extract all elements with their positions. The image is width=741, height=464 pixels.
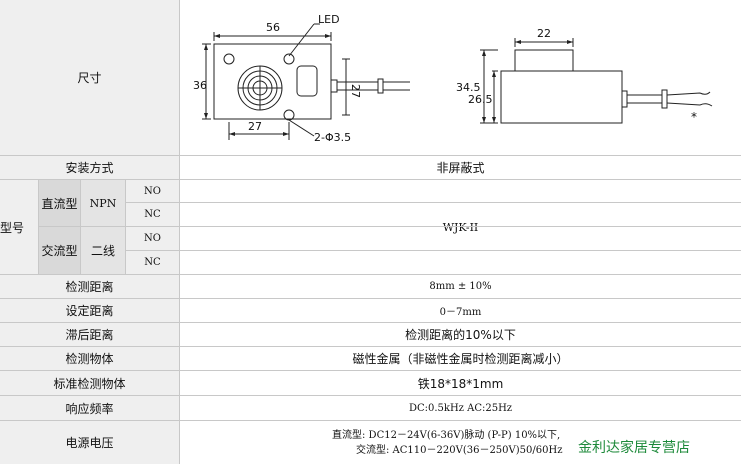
divider [0,298,741,299]
dim-56-label: 56 [266,21,280,34]
detect-object-value: 磁性金属（非磁性金属时检测距离减小） [180,347,741,370]
dim-36-label: 36 [193,79,207,92]
two-wire-label: 二线 [81,227,125,274]
model-label: 型号 [0,180,38,274]
divider [126,250,741,251]
dc-no-label: NO [126,180,179,202]
detect-distance-value: 8mm ± 10% [180,275,741,298]
power-voltage-value: 直流型: DC12－24V(6-36V)脉动 (P-P) 10%以下, 交流型:… [180,421,741,464]
cable-note-star: * [691,110,697,124]
divider [0,420,741,421]
divider [0,155,741,156]
size-label: 尺寸 [0,0,179,155]
divider [125,180,126,274]
mount-value: 非屏蔽式 [180,156,741,179]
power-ac-line: 交流型: AC110－220V(36－250V)50/60Hz [356,444,563,456]
divider [80,180,81,274]
side-view-body [500,70,623,124]
store-watermark: 金利达家居专营店 [578,440,690,456]
dim-27-bottom-label: 27 [248,120,262,133]
divider [0,370,741,371]
divider [0,395,741,396]
ac-nc-label: NC [126,251,179,274]
standard-object-label: 标准检测物体 [0,371,179,395]
set-distance-label: 设定距离 [0,299,179,322]
ac-type-label: 交流型 [39,227,80,274]
led-label: LED [318,13,340,26]
detect-object-label: 检测物体 [0,347,179,370]
hysteresis-value: 检测距离的10%以下 [180,323,741,346]
standard-object-value: 铁18*18*1mm [180,371,741,395]
divider [0,322,741,323]
dc-nc-label: NC [126,203,179,226]
dim-22-label: 22 [537,27,551,40]
dimension-drawing: LED 56 36 27 27 2-Φ3.5 22 34.5 26.5 * [193,13,713,144]
power-voltage-cell [180,421,741,464]
ac-no-label: NO [126,227,179,250]
dc-type-label: 直流型 [39,180,80,226]
response-frequency-label: 响应频率 [0,396,179,420]
divider [0,346,741,347]
divider [179,0,180,464]
power-dc-line: 直流型: DC12－24V(6-36V)脉动 (P-P) 10%以下, [332,429,561,441]
set-distance-value: 0－7mm [180,299,741,322]
dim-27-right-label: 27 [349,84,362,98]
divider [0,179,741,180]
divider [126,202,741,203]
divider [38,180,39,274]
dim-34-5-label: 34.5 [456,81,481,94]
detect-distance-label: 检测距离 [0,275,179,298]
divider [0,274,741,275]
model-value: WJK-II [180,180,741,274]
divider [39,226,741,227]
hysteresis-label: 滞后距离 [0,323,179,346]
mount-label: 安装方式 [0,156,179,179]
dim-26-5-label: 26.5 [468,93,493,106]
response-frequency-value: DC:0.5kHz AC:25Hz [180,396,741,420]
npn-label: NPN [81,180,125,226]
holes-label: 2-Φ3.5 [314,131,351,144]
power-voltage-label: 电源电压 [0,421,179,464]
